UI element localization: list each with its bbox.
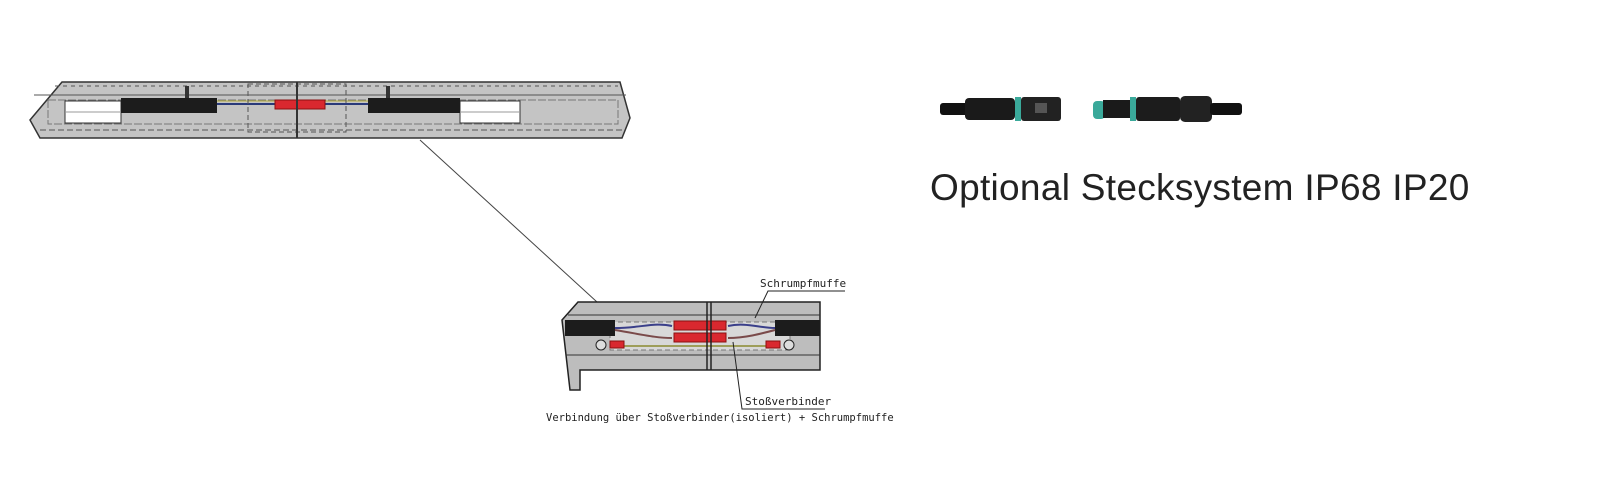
svg-text:Stoßverbinder: Stoßverbinder — [745, 395, 831, 408]
drawing-caption: Verbindung über Stoßverbinder(isoliert) … — [546, 412, 894, 424]
profile-detail-drawing — [561, 301, 821, 391]
detail-leader-line — [419, 139, 598, 303]
label-shrink-sleeve: Schrumpfmuffe — [754, 277, 846, 319]
connector-plug-left — [940, 97, 1061, 121]
product-title: Optional Stecksystem IP68 IP20 — [930, 167, 1470, 208]
connector-socket-right — [1093, 96, 1242, 122]
label-butt-connector: Stoßverbinder — [732, 341, 831, 410]
profile-overview-drawing — [29, 81, 631, 139]
svg-text:Schrumpfmuffe: Schrumpfmuffe — [760, 277, 846, 290]
